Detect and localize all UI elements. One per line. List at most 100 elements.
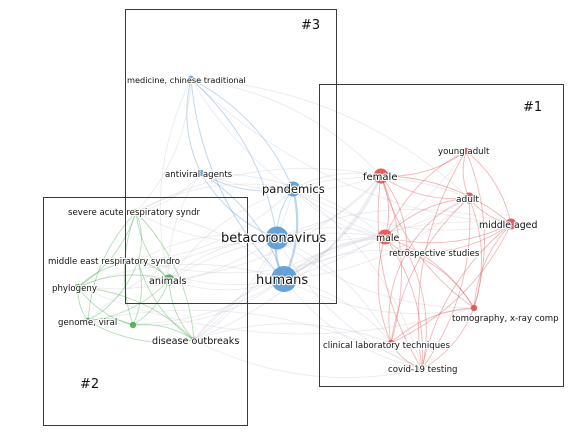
- network-edge: [380, 175, 470, 200]
- network-edge: [380, 175, 402, 344]
- network-edge: [380, 150, 467, 177]
- network-edge: [465, 150, 485, 309]
- node-humans[interactable]: [271, 266, 297, 292]
- node-g-extra[interactable]: [129, 321, 137, 329]
- network-edge: [283, 175, 383, 280]
- network-edge: [87, 260, 139, 322]
- network-edge: [190, 78, 470, 199]
- node-label-phylogeny: phylogeny: [52, 284, 97, 294]
- network-edge: [283, 197, 470, 280]
- network-edge: [135, 211, 195, 341]
- node-label-disease: disease outbreaks: [152, 336, 239, 347]
- node-young-adult[interactable]: [462, 147, 470, 155]
- network-edge: [186, 78, 202, 174]
- node-mers[interactable]: [134, 257, 142, 265]
- node-retrospective[interactable]: [403, 248, 411, 256]
- network-edge: [462, 150, 470, 199]
- node-label-middle-aged: middle aged: [479, 220, 537, 231]
- network-edge: [135, 211, 142, 262]
- network-edge: [135, 78, 192, 213]
- network-edge: [77, 286, 134, 326]
- network-edge: [168, 172, 202, 281]
- network-edge: [380, 175, 475, 309]
- cluster-label-1: #1: [523, 100, 542, 115]
- node-tomography[interactable]: [470, 304, 478, 312]
- network-edge: [283, 221, 512, 280]
- node-antiviral[interactable]: [197, 169, 205, 177]
- node-genome[interactable]: [84, 317, 92, 325]
- node-animals[interactable]: [163, 274, 175, 286]
- node-disease[interactable]: [190, 336, 198, 344]
- cluster-box-3: [125, 9, 337, 304]
- network-edge: [135, 172, 202, 213]
- network-edge: [193, 323, 392, 344]
- network-edge: [87, 320, 195, 343]
- network-edge: [283, 278, 423, 370]
- network-edge: [132, 260, 142, 326]
- node-label-clinical: clinical laboratory techniques: [323, 341, 450, 351]
- node-betacoronavirus[interactable]: [265, 226, 289, 250]
- cluster-label-3: #3: [301, 18, 320, 33]
- node-label-mers: middle east respiratory syndro: [48, 257, 180, 267]
- network-edge: [87, 211, 137, 322]
- node-female[interactable]: [373, 168, 389, 184]
- network-edge: [137, 260, 285, 286]
- network-edge: [190, 78, 386, 238]
- network-edge: [77, 263, 285, 288]
- node-label-pandemics: pandemics: [262, 182, 325, 196]
- node-phylogeny[interactable]: [74, 283, 82, 291]
- node-sars[interactable]: [132, 208, 140, 216]
- network-edge: [406, 197, 470, 253]
- network-edge: [292, 188, 423, 370]
- network-edge: [135, 211, 285, 280]
- cluster-box-layer: #3 #1 #2: [43, 9, 564, 426]
- network-edge: [190, 78, 278, 239]
- node-medicine[interactable]: [187, 75, 195, 83]
- network-edge: [135, 211, 278, 242]
- network-edge: [384, 236, 423, 370]
- network-edge: [276, 175, 382, 239]
- network-edge: [193, 339, 423, 379]
- network-edge: [135, 211, 170, 281]
- node-male[interactable]: [377, 229, 393, 245]
- node-label-female: female: [363, 172, 397, 183]
- network-edge: [137, 188, 294, 262]
- network-edge: [276, 237, 392, 344]
- network-edge: [159, 78, 192, 281]
- network-edge: [421, 307, 475, 370]
- network-edge: [380, 175, 408, 253]
- network-edge: [193, 175, 382, 341]
- network-edge: [406, 251, 427, 370]
- network-edge: [276, 227, 386, 239]
- network-edge: [421, 197, 471, 370]
- network-edge: [377, 236, 392, 344]
- node-covid[interactable]: [418, 365, 426, 373]
- node-pandemics[interactable]: [285, 181, 301, 197]
- network-edge: [87, 279, 170, 322]
- network-edge: [190, 78, 285, 280]
- network-edge: [77, 211, 137, 288]
- network-edge: [473, 223, 512, 309]
- network-edge: [87, 278, 285, 325]
- node-middle-aged[interactable]: [505, 218, 517, 230]
- network-edge: [168, 175, 382, 281]
- node-label-antiviral: antiviral agents: [165, 170, 233, 180]
- network-edge: [390, 197, 470, 344]
- network-edge: [390, 342, 423, 370]
- network-edge: [388, 251, 408, 344]
- node-label-tomography: tomography, x-ray comp: [452, 314, 559, 324]
- network-edge: [276, 237, 423, 370]
- node-label-sars: severe acute respiratory syndr: [68, 208, 201, 218]
- node-label-retrospective: retrospective studies: [389, 249, 480, 259]
- network-edge: [200, 172, 294, 192]
- network-edge: [465, 150, 512, 225]
- network-edge: [168, 188, 294, 281]
- node-clinical[interactable]: [387, 339, 395, 347]
- edge-layer: [77, 78, 512, 379]
- network-edge: [276, 208, 512, 239]
- network-edge: [77, 274, 170, 288]
- node-adult[interactable]: [463, 192, 475, 204]
- network-edge: [190, 78, 382, 177]
- network-edge: [276, 237, 475, 309]
